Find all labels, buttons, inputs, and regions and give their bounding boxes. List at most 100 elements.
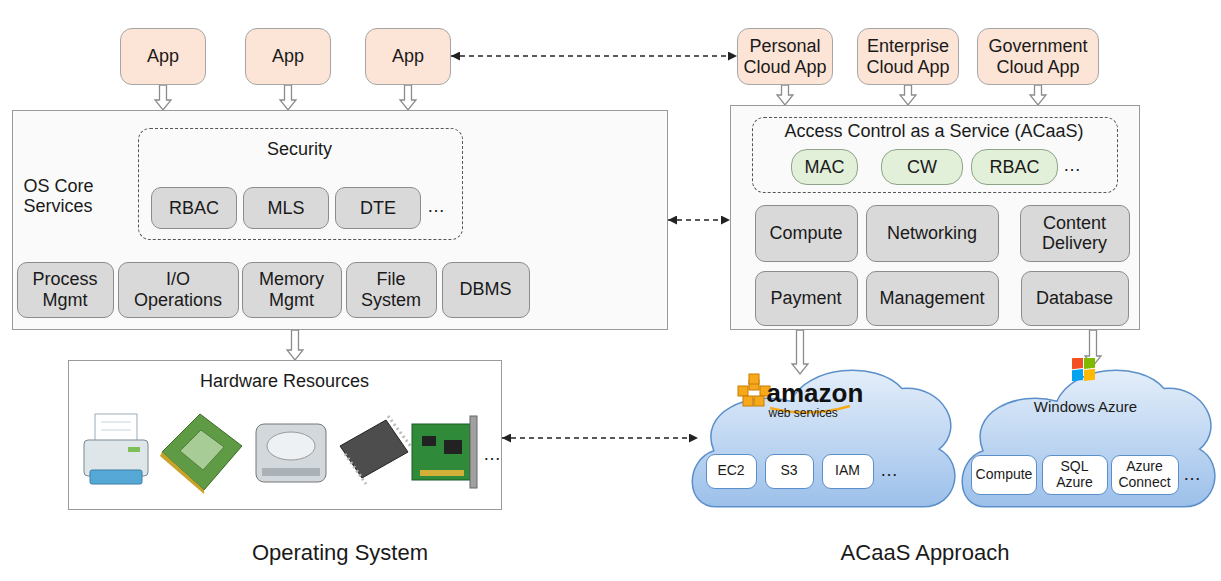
service-box: DBMS	[442, 262, 530, 318]
policy-box: MAC	[791, 149, 858, 185]
box-label: Compute	[976, 467, 1033, 483]
service-box: Content Delivery	[1020, 205, 1130, 262]
hardware-panel: Hardware Resources	[68, 360, 502, 510]
cloud-shape	[692, 370, 955, 507]
flow-arrow	[280, 85, 296, 110]
box-label: Azure Connect	[1115, 459, 1175, 490]
cloud-service-box: SQL Azure	[1042, 455, 1108, 495]
cloud-shape	[962, 370, 1215, 507]
logo-cube	[754, 396, 764, 406]
box-label: DTE	[360, 198, 396, 218]
service-box: File System	[346, 262, 437, 318]
box-label: Memory Mgmt	[246, 269, 338, 309]
ellipsis-mark: …	[1183, 464, 1201, 485]
ellipsis-mark: …	[880, 460, 898, 481]
service-box: Compute	[755, 205, 858, 262]
heading-label: OS Core Services	[24, 176, 124, 216]
box-label: IAM	[835, 463, 860, 479]
box-label: Networking	[887, 223, 977, 243]
app-box: App	[245, 28, 331, 85]
service-box: Memory Mgmt	[242, 262, 342, 318]
figure-caption: Operating System	[252, 540, 428, 566]
service-box: Networking	[866, 205, 999, 262]
heading-label: web services	[769, 407, 879, 420]
correspondence-arrow	[502, 437, 698, 438]
box-label: S3	[780, 463, 797, 479]
cloud-service-box: S3	[765, 454, 814, 489]
printer-icon	[84, 414, 148, 484]
flow-arrow	[287, 330, 303, 360]
service-box: Payment	[755, 271, 858, 326]
service-box: Database	[1021, 271, 1129, 326]
flow-arrow	[900, 85, 916, 105]
cloud-service-box: Compute	[971, 455, 1038, 495]
box-label: Management	[879, 288, 984, 308]
box-label: File System	[350, 269, 433, 309]
security-group: RBAC MLS DTE Security	[138, 128, 463, 240]
network-card-icon	[412, 416, 477, 488]
cloud-provider: Compute SQL AzureAzure Connect Windows Azu…	[960, 358, 1215, 518]
service-box: Process Mgmt	[17, 262, 114, 318]
logo-pane	[1072, 369, 1083, 381]
disk-drive-icon	[256, 424, 326, 482]
cloud-service-box: IAM	[822, 454, 874, 489]
flow-arrow	[155, 85, 171, 110]
box-label: Process Mgmt	[21, 269, 110, 309]
flow-arrow	[400, 85, 416, 110]
box-label: App	[392, 46, 424, 66]
ellipsis-mark: …	[1063, 155, 1081, 176]
policy-box: RBAC	[151, 187, 237, 229]
correspondence-arrow	[451, 55, 737, 56]
acaas-group: MAC CW RBAC Access Control as a Service (AC…	[752, 117, 1118, 193]
policy-box: MLS	[243, 187, 329, 229]
ellipsis-mark: …	[427, 196, 445, 217]
flow-arrow	[777, 85, 793, 105]
cloud-app-box: Government Cloud App	[977, 28, 1099, 85]
heading-label: Access Control as a Service (ACaaS)	[751, 121, 1117, 141]
box-label: RBAC	[989, 157, 1039, 177]
app-box: App	[365, 28, 451, 85]
flow-arrow	[1030, 85, 1046, 105]
correspondence-arrow	[668, 219, 730, 220]
box-label: DBMS	[459, 279, 511, 299]
box-label: MAC	[805, 157, 845, 177]
cloud-app-box: Personal Cloud App	[737, 28, 833, 85]
cloud-provider: EC2 S3 IAM amazonweb services	[690, 358, 955, 518]
box-label: Payment	[770, 288, 841, 308]
heading-label: Hardware Resources	[68, 371, 502, 391]
box-label: App	[147, 46, 179, 66]
box-label: Government Cloud App	[981, 36, 1095, 76]
box-label: CW	[907, 157, 937, 177]
flow-arrow	[792, 330, 808, 374]
box-label: Compute	[769, 223, 842, 243]
box-label: Database	[1036, 288, 1113, 308]
service-box: Management	[866, 271, 999, 326]
box-label: RBAC	[169, 198, 219, 218]
heading-label: amazon	[767, 379, 877, 408]
heading-label: Security	[137, 139, 462, 159]
box-label: Content Delivery	[1024, 213, 1126, 253]
logo-pane	[1072, 358, 1083, 369]
logo-cube	[743, 396, 753, 406]
app-box: App	[120, 28, 206, 85]
service-box: I/O Operations	[118, 262, 239, 318]
box-label: I/O Operations	[122, 269, 235, 309]
os-core-panel: RBAC MLS DTE SecurityProcess Mgmt I/O Operat…	[12, 110, 668, 330]
ellipsis-mark: …	[483, 444, 501, 465]
box-label: EC2	[717, 463, 744, 479]
cloud-app-box: Enterprise Cloud App	[857, 28, 959, 85]
box-label: MLS	[267, 198, 304, 218]
box-label: App	[272, 46, 304, 66]
memory-chip-icon	[340, 416, 412, 484]
acaas-panel: MAC CW RBAC Access Control as a Service (AC…	[730, 105, 1140, 330]
logo-pane	[1084, 358, 1095, 369]
cloud-service-box: Azure Connect	[1111, 455, 1179, 495]
cpu-icon	[160, 414, 242, 494]
heading-label: Windows Azure	[1011, 399, 1161, 416]
box-label: Personal Cloud App	[741, 36, 829, 76]
cloud-service-box: EC2	[706, 454, 757, 489]
logo-cube	[749, 374, 759, 384]
logo-pane	[1084, 369, 1095, 381]
box-label: Enterprise Cloud App	[861, 36, 955, 76]
